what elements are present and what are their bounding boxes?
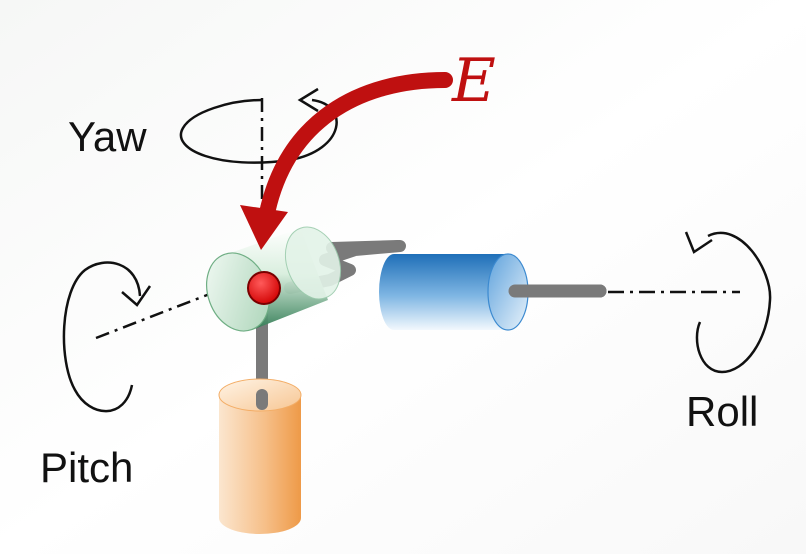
- roll-joint-cylinder: [379, 253, 529, 331]
- yaw-label: Yaw: [68, 113, 147, 160]
- endpoint-arrowhead: [240, 205, 288, 250]
- pitch-axis-line: [95, 288, 221, 340]
- endpoint-label: E: [451, 46, 496, 116]
- roll-arrowhead: [684, 231, 713, 254]
- pitch-label: Pitch: [40, 444, 133, 491]
- z-connector-link-2: [326, 240, 404, 254]
- yaw-rotation-arrow: [179, 98, 338, 164]
- endpoint-marker: [247, 271, 281, 305]
- pitch-arrowhead: [121, 285, 152, 307]
- yaw-arrowhead: [297, 87, 319, 113]
- base-cylinder: [218, 378, 302, 534]
- roll-label: Roll: [686, 388, 758, 435]
- roll-rotation-arrow: [695, 231, 772, 374]
- endpoint-arrow: [258, 72, 453, 226]
- pitch-rotation-arrow: [62, 261, 142, 413]
